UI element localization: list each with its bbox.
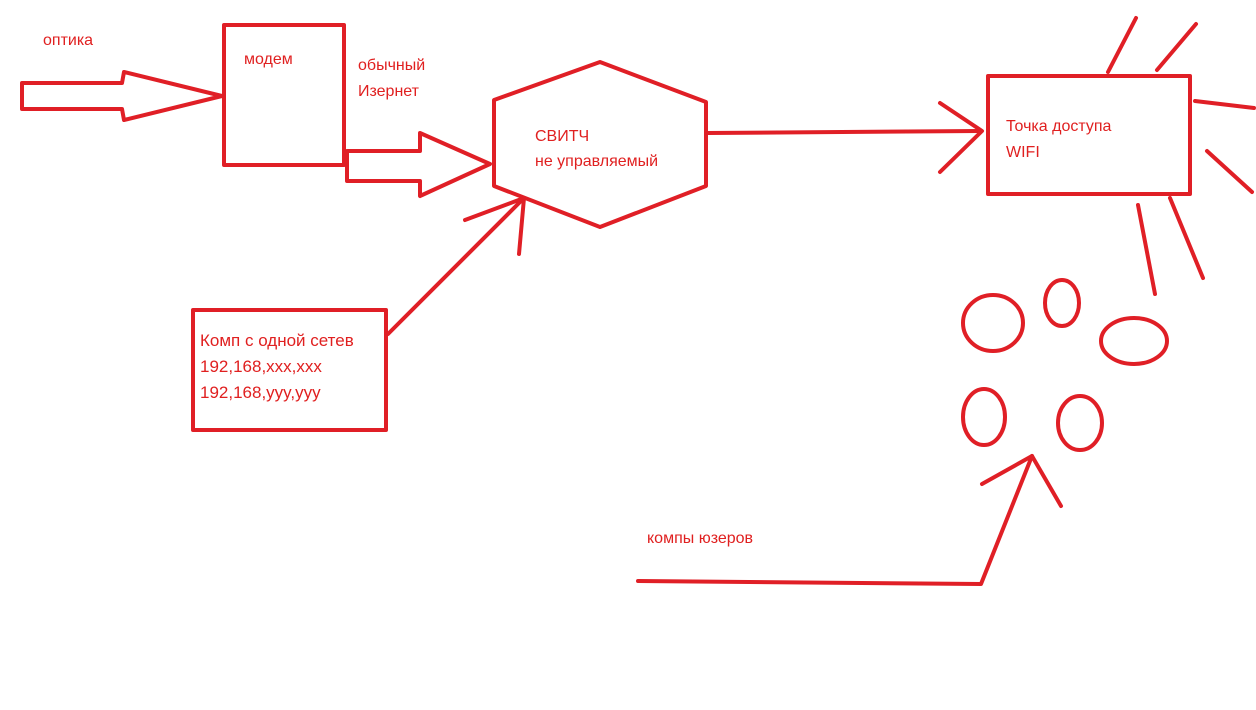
access-point-box xyxy=(986,74,1192,196)
modem-box xyxy=(222,23,346,167)
optika-arrow xyxy=(20,70,224,122)
users-arrowhead xyxy=(980,454,1063,508)
internet-label-line2: Изернет xyxy=(358,83,419,100)
wifi-rays xyxy=(1106,16,1256,296)
internet-label-line1: обычный xyxy=(358,57,426,74)
ap-label-line2: WIFI xyxy=(1006,144,1040,161)
user-computers xyxy=(961,278,1169,452)
switch-hexagon xyxy=(492,60,708,229)
ap-label-line1: Точка доступа xyxy=(1006,118,1112,135)
users-arrow-line xyxy=(636,454,1034,586)
switch-to-ap-arrowhead xyxy=(938,101,984,174)
users-label: компы юзеров xyxy=(647,530,754,547)
pc-label-line2: 192,168,xxx,xxx xyxy=(200,357,322,376)
switch-label-line1: СВИТЧ xyxy=(535,128,590,145)
switch-to-ap-line xyxy=(706,129,982,135)
pc-to-switch-arrowhead xyxy=(463,196,526,256)
pc-to-switch-line xyxy=(386,196,526,336)
pc-label-line1: Комп с одной сетев xyxy=(200,331,354,350)
ethernet-arrow xyxy=(345,131,492,198)
pc-box xyxy=(191,308,388,432)
optika-label: оптика xyxy=(43,32,94,49)
pc-label-line3: 192,168,yyy,yyy xyxy=(200,383,321,402)
modem-label: модем xyxy=(244,51,293,68)
switch-label-line2: не управляемый xyxy=(535,153,659,170)
